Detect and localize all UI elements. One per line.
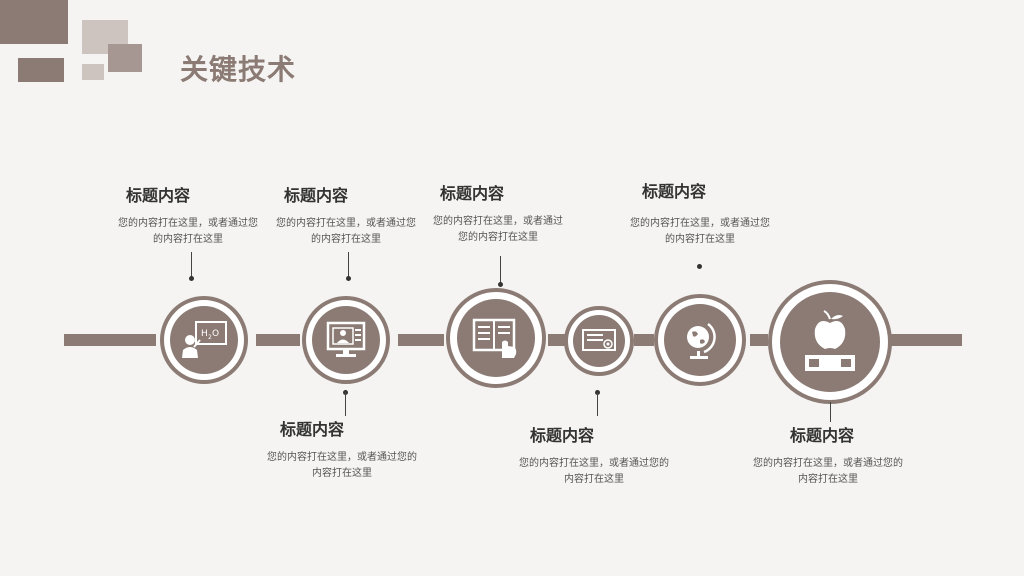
teacher-icon: H 2 O: [182, 321, 227, 358]
touch-book-icon: [472, 318, 517, 358]
step-title: 标题内容: [440, 184, 505, 203]
connector-dot: [346, 276, 351, 281]
step-label-5: 标题内容 您的内容打在这里，或者通过您的内容打在这里: [514, 422, 674, 488]
step-circle-2: [302, 296, 390, 384]
step-title: 标题内容: [284, 186, 349, 205]
step-title: 标题内容: [790, 426, 855, 445]
step-desc: 您的内容打在这里，或者通过您的内容打在这里: [753, 458, 903, 485]
step-desc: 您的内容打在这里，或者通过您的内容打在这里: [118, 218, 258, 245]
svg-text:O: O: [212, 329, 219, 339]
deco-square: [0, 0, 68, 44]
step-desc: 您的内容打在这里，或者通过您的内容打在这里: [519, 458, 669, 485]
globe-icon: [687, 322, 716, 359]
step-desc: 您的内容打在这里，或者通过您的内容打在这里: [433, 216, 563, 243]
svg-text:H: H: [201, 329, 208, 339]
step-circle-4: [564, 306, 634, 376]
step-circle-5: [654, 294, 746, 386]
timeline-segment: [750, 334, 768, 346]
step-label-7: 标题内容 您的内容打在这里，或者通过您的内容打在这里: [748, 422, 908, 488]
step-circle-6: [768, 280, 892, 404]
step-title: 标题内容: [642, 182, 707, 201]
timeline-segment: [890, 334, 962, 346]
svg-text:2: 2: [208, 334, 212, 341]
timeline-segment: [64, 334, 156, 346]
computer-icon: [326, 321, 366, 357]
timeline-segment: [256, 334, 300, 346]
step-label-3: 标题内容 您的内容打在这里，或者通过您的内容打在这里: [262, 416, 422, 482]
connector-line: [500, 256, 501, 284]
connector-line: [191, 252, 192, 278]
step-circle-1: H 2 O: [160, 296, 248, 384]
step-label-2: 标题内容 您的内容打在这里，或者通过您的内容打在这里: [266, 182, 426, 248]
connector-line: [345, 392, 346, 416]
step-title: 标题内容: [280, 420, 345, 439]
deco-square: [18, 58, 64, 82]
connector-line: [597, 392, 598, 416]
step-label-4: 标题内容 您的内容打在这里，或者通过您的内容打在这里: [418, 180, 578, 246]
connector-line: [830, 402, 831, 422]
step-title: 标题内容: [530, 426, 595, 445]
page-title: 关键技术: [180, 53, 297, 86]
deco-square: [82, 64, 104, 80]
step-label-1: 标题内容 您的内容打在这里，或者通过您的内容打在这里: [108, 182, 268, 248]
deco-square: [108, 44, 142, 72]
connector-line: [348, 252, 349, 278]
timeline-segment: [548, 334, 566, 346]
step-label-6: 标题内容 您的内容打在这里，或者通过您的内容打在这里: [620, 178, 780, 248]
connector-dot: [498, 282, 503, 287]
apple-books-icon: [805, 310, 855, 371]
timeline-segment: [634, 334, 654, 346]
connector-dot: [189, 276, 194, 281]
book-icon: [582, 329, 616, 351]
step-title: 标题内容: [126, 186, 191, 205]
timeline-segment: [398, 334, 444, 346]
step-circle-3: [446, 288, 546, 388]
step-desc: 您的内容打在这里，或者通过您的内容打在这里: [267, 452, 417, 479]
connector-dot: [697, 264, 702, 269]
step-desc: 您的内容打在这里，或者通过您的内容打在这里: [630, 218, 770, 245]
step-desc: 您的内容打在这里，或者通过您的内容打在这里: [276, 218, 416, 245]
